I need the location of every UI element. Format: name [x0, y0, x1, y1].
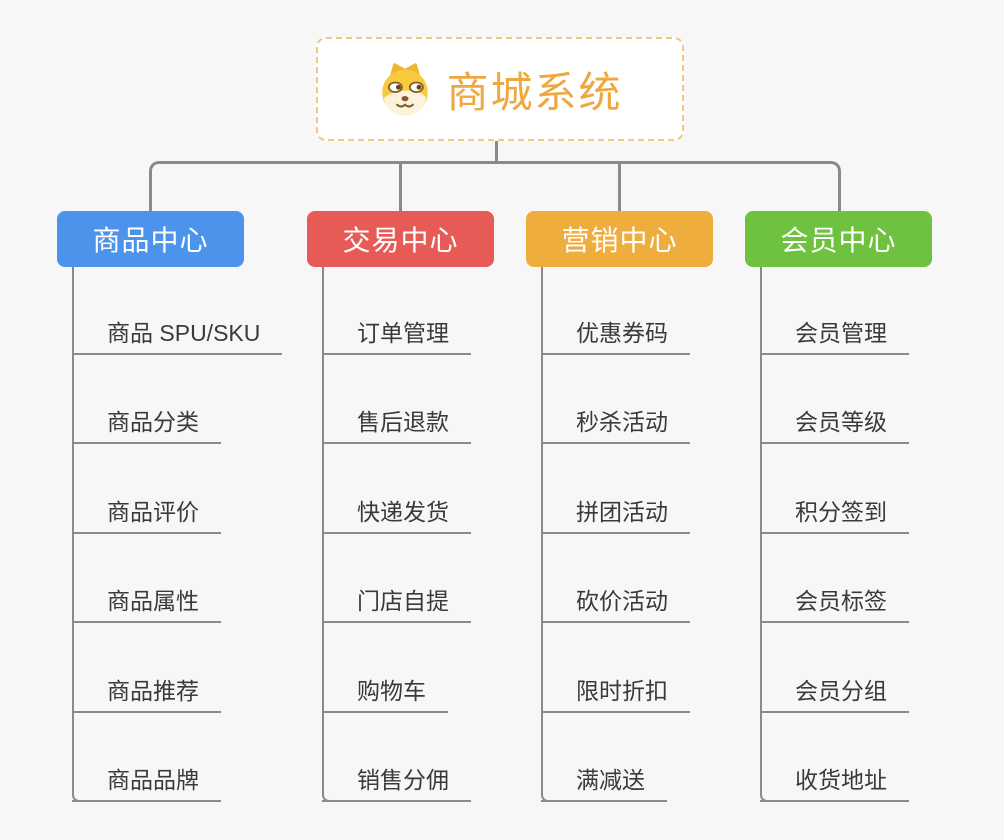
branch-node-member-center[interactable]: 会员中心 — [745, 211, 932, 267]
leaf-topic[interactable]: 会员等级 — [760, 402, 909, 444]
leaf-topic[interactable]: 秒杀活动 — [541, 402, 690, 444]
leaf-topic[interactable]: 购物车 — [322, 671, 448, 713]
leaf-topic[interactable]: 积分签到 — [760, 492, 909, 534]
connector-top-bar — [149, 161, 841, 211]
leaf-topic[interactable]: 会员标签 — [760, 581, 909, 623]
branch-node-product-center[interactable]: 商品中心 — [57, 211, 244, 267]
leaf-topic[interactable]: 收货地址 — [760, 760, 909, 802]
root-topic-label: 商城系统 — [446, 68, 623, 116]
leaf-topic[interactable]: 商品推荐 — [72, 671, 221, 713]
leaf-topic[interactable]: 销售分佣 — [322, 760, 471, 802]
leaf-topic[interactable]: 商品 SPU/SKU — [72, 313, 283, 355]
leaf-topic[interactable]: 商品评价 — [72, 492, 221, 534]
leaf-topic[interactable]: 订单管理 — [322, 313, 471, 355]
branch-node-marketing-center[interactable]: 营销中心 — [526, 211, 713, 267]
leaf-topic[interactable]: 售后退款 — [322, 402, 471, 444]
leaf-topic[interactable]: 会员分组 — [760, 671, 909, 713]
dog-face-icon — [377, 61, 433, 117]
leaf-topic[interactable]: 限时折扣 — [541, 671, 690, 713]
leaf-topic[interactable]: 门店自提 — [322, 581, 471, 623]
connector-drop-branch-3 — [618, 164, 621, 211]
branch-node-trade-center[interactable]: 交易中心 — [307, 211, 494, 267]
leaf-topic[interactable]: 拼团活动 — [541, 492, 690, 534]
connector-drop-branch-2 — [399, 164, 402, 211]
leaf-topic[interactable]: 商品品牌 — [72, 760, 221, 802]
connector-root-stub — [495, 141, 498, 162]
leaf-topic[interactable]: 砍价活动 — [541, 581, 690, 623]
leaf-topic[interactable]: 商品属性 — [72, 581, 221, 623]
leaf-topic[interactable]: 满减送 — [541, 760, 667, 802]
leaf-topic[interactable]: 商品分类 — [72, 402, 221, 444]
leaf-topic[interactable]: 优惠券码 — [541, 313, 690, 355]
root-topic[interactable]: 商城系统 — [316, 37, 684, 141]
leaf-topic[interactable]: 快递发货 — [322, 492, 471, 534]
leaf-topic[interactable]: 会员管理 — [760, 313, 909, 355]
